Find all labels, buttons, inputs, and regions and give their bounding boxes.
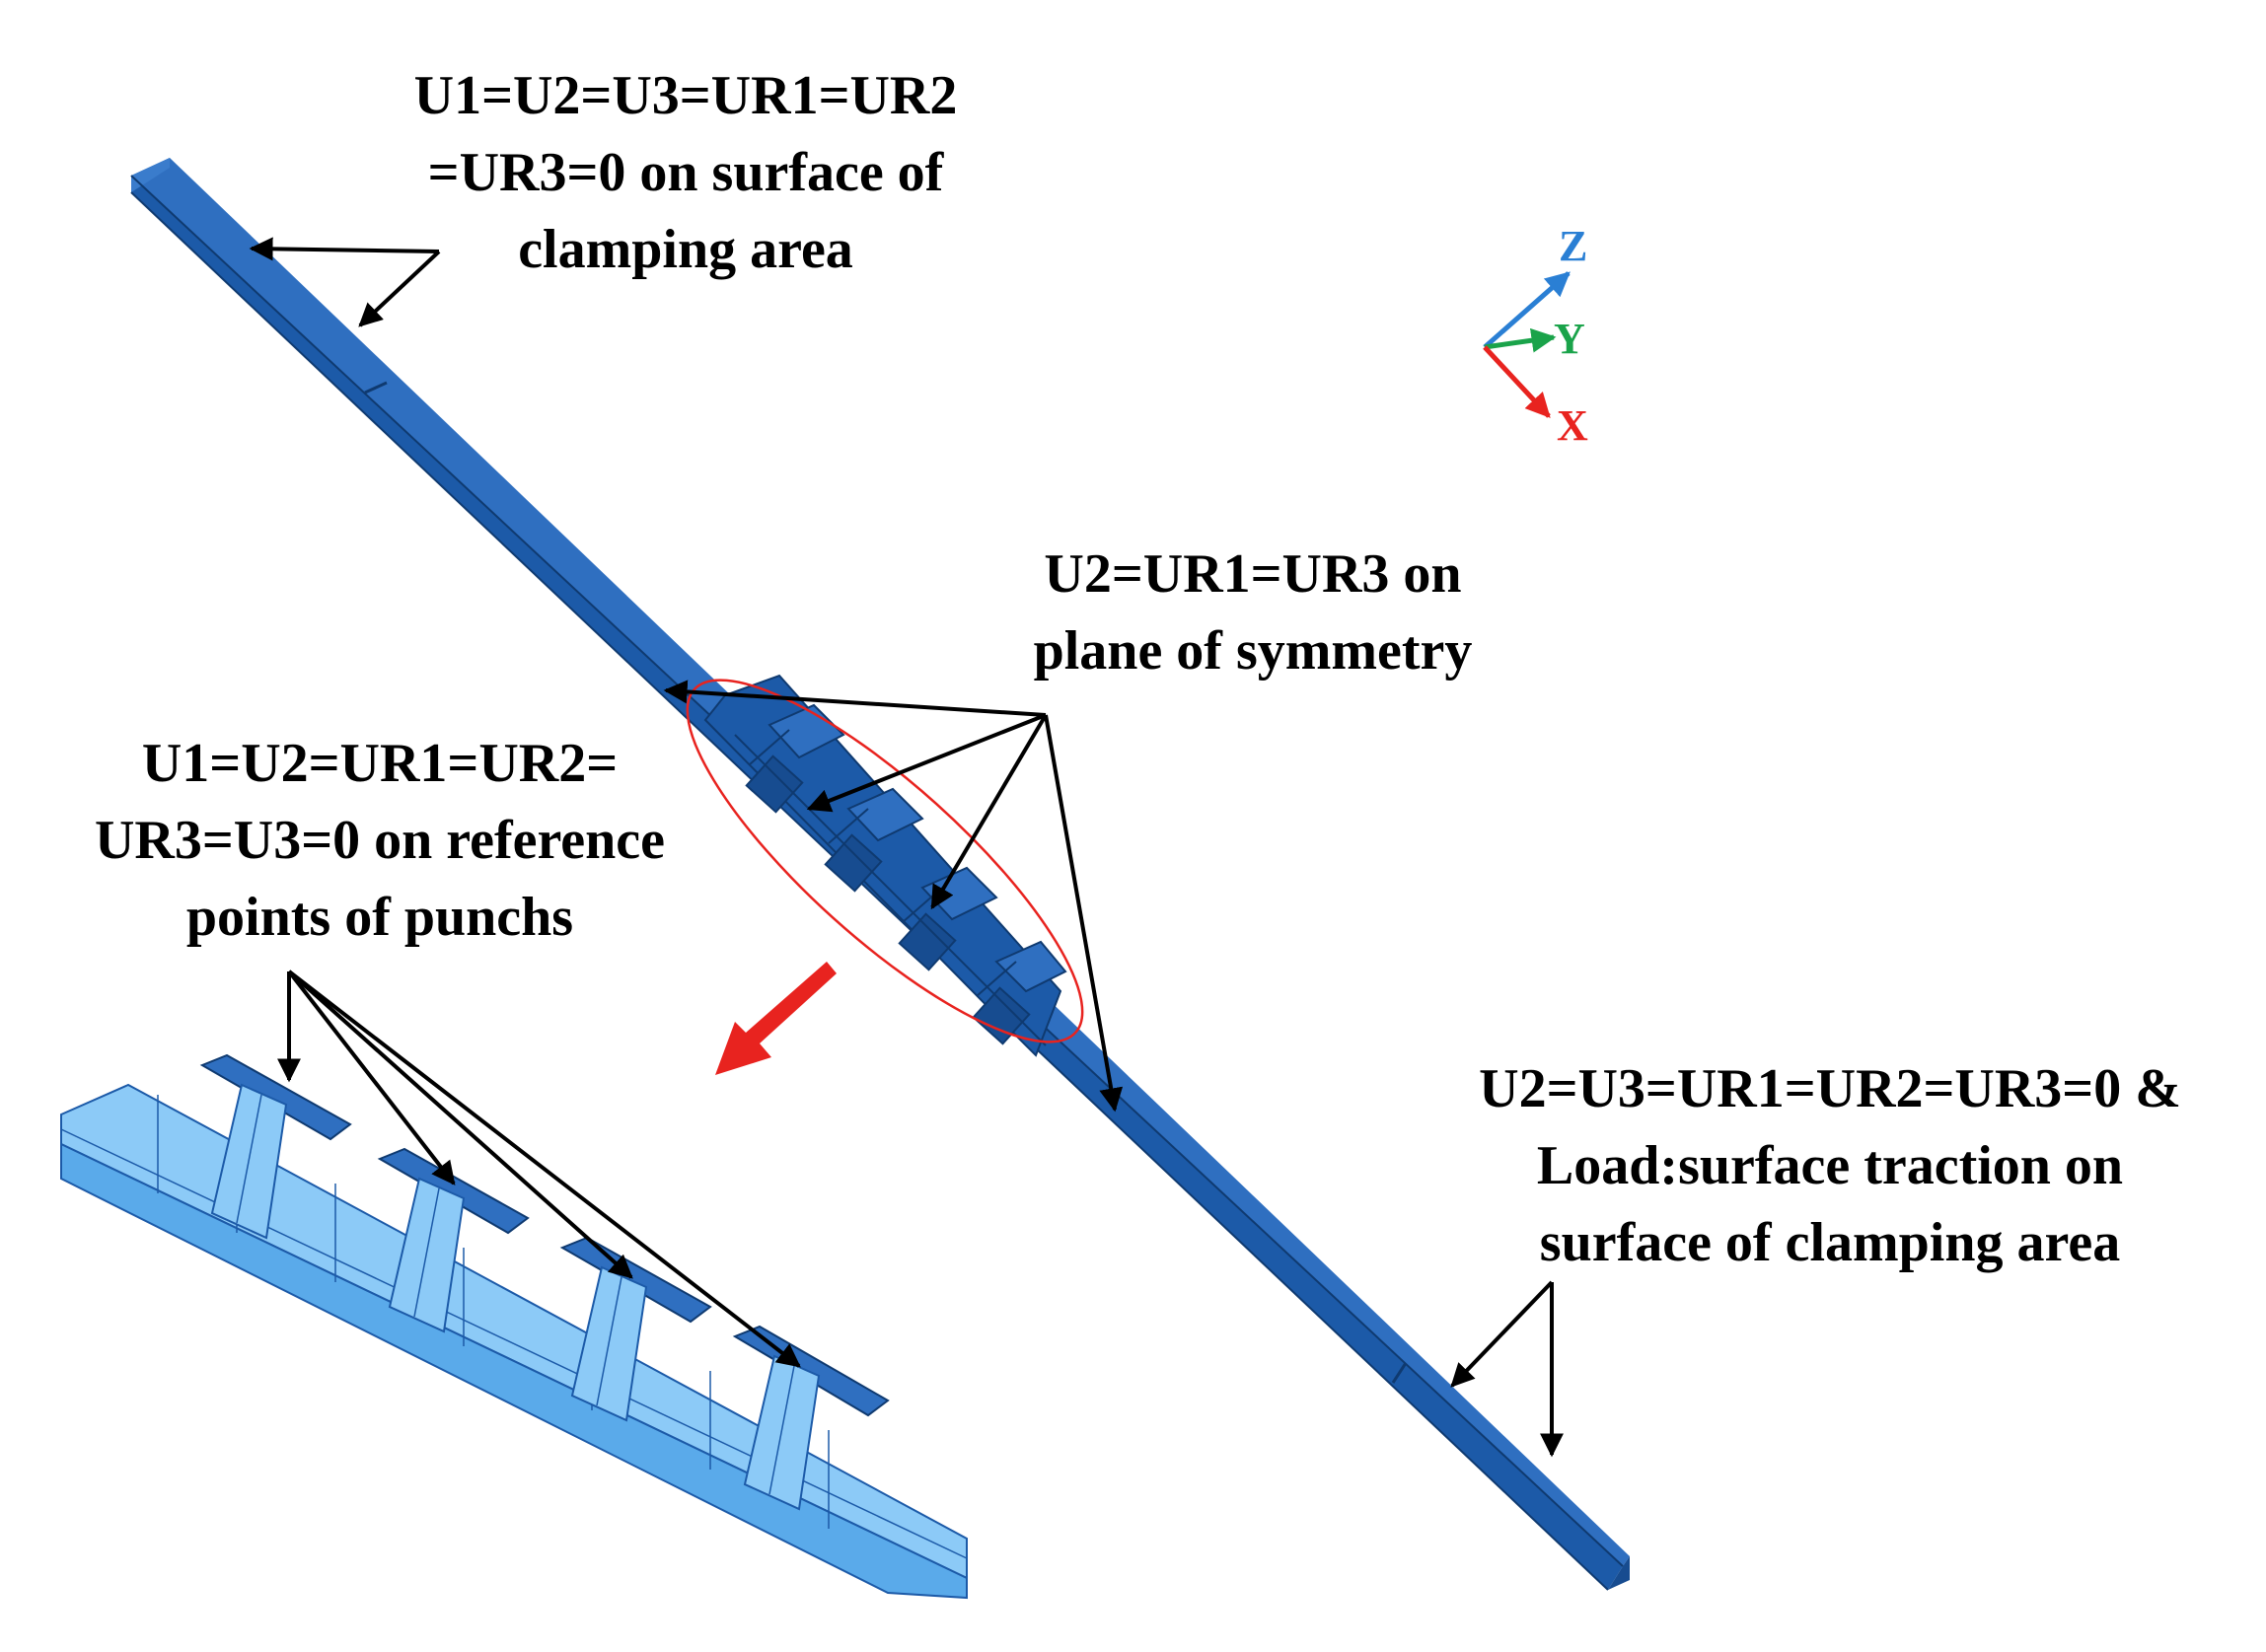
x-axis-arrow	[1483, 345, 1551, 418]
clamp-load-line-2: Load:surface traction on	[1536, 1135, 2124, 1196]
y-axis-label: Y	[1554, 315, 1585, 363]
z-axis-label: Z	[1559, 222, 1588, 270]
clamp-top-line-2: =UR3=0 on surface of	[427, 142, 944, 203]
coordinate-triad	[1483, 271, 1571, 418]
inset-punch-4	[732, 1325, 890, 1511]
inset-punch-2	[377, 1147, 530, 1333]
punch-refs-annotation: U1=U2=UR1=UR2= UR3=U3=0 on reference poi…	[44, 725, 715, 956]
zoom-arrow	[715, 962, 837, 1075]
clamp-load-annotation: U2=U3=UR1=UR2=UR3=0 & Load:surface tract…	[1421, 1050, 2239, 1281]
clamp-partition-bottom	[1391, 1362, 1408, 1384]
inset-zoom-view	[60, 1053, 968, 1600]
leader-lines	[249, 237, 1564, 1458]
y-axis-arrow	[1484, 327, 1557, 353]
inset-punch-1	[199, 1053, 352, 1240]
punch-refs-line-2: UR3=U3=0 on reference	[94, 810, 666, 871]
punch-refs-line-1: U1=U2=UR1=UR2=	[141, 733, 619, 794]
clamp-load-line-1: U2=U3=UR1=UR2=UR3=0 &	[1479, 1058, 2181, 1119]
clamp-top-line-1: U1=U2=U3=UR1=UR2	[413, 65, 958, 126]
symmetry-line-1: U2=UR1=UR3 on	[1044, 543, 1462, 605]
x-axis-label: X	[1557, 401, 1588, 450]
clamp-top-line-3: clamping area	[518, 219, 853, 280]
symmetry-annotation: U2=UR1=UR3 on plane of symmetry	[987, 536, 1519, 689]
punch-assembly	[703, 674, 1067, 1057]
symmetry-line-2: plane of symmetry	[1033, 620, 1473, 682]
clamp-top-annotation: U1=U2=U3=UR1=UR2 =UR3=0 on surface of cl…	[370, 57, 1001, 288]
clamp-partition-top	[364, 381, 388, 395]
inset-punch-3	[559, 1236, 712, 1422]
punch-refs-line-3: points of punchs	[185, 887, 574, 948]
clamp-load-line-3: surface of clamping area	[1539, 1212, 2121, 1273]
z-axis-arrow	[1483, 271, 1571, 349]
highlight-ellipse	[686, 679, 1084, 1043]
